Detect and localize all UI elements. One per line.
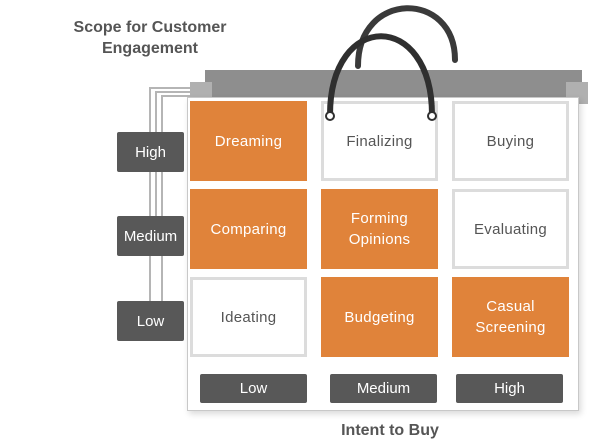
y-level-low: Low — [117, 301, 184, 341]
grid-cell-forming-opinions: Forming Opinions — [321, 189, 438, 269]
y-level-medium: Medium — [117, 216, 184, 256]
x-level-low: Low — [200, 374, 307, 403]
grid-cell-budgeting: Budgeting — [321, 277, 438, 357]
y-axis-title: Scope for Customer Engagement — [73, 19, 227, 57]
x-level-medium: Medium — [330, 374, 437, 403]
bag-handle-back — [355, 5, 458, 69]
grid-cell-buying: Buying — [452, 101, 569, 181]
grid-cell-evaluating: Evaluating — [452, 189, 569, 269]
x-axis-title: Intent to Buy — [341, 422, 439, 439]
grid-cell-ideating: Ideating — [190, 277, 307, 357]
grid-cell-dreaming: Dreaming — [190, 101, 307, 181]
grid-cell-comparing: Comparing — [190, 189, 307, 269]
grid-cell-finalizing: Finalizing — [321, 101, 438, 181]
y-level-high: High — [117, 132, 184, 172]
grid-cell-casual-screening: Casual Screening — [452, 277, 569, 357]
x-level-high: High — [456, 374, 563, 403]
